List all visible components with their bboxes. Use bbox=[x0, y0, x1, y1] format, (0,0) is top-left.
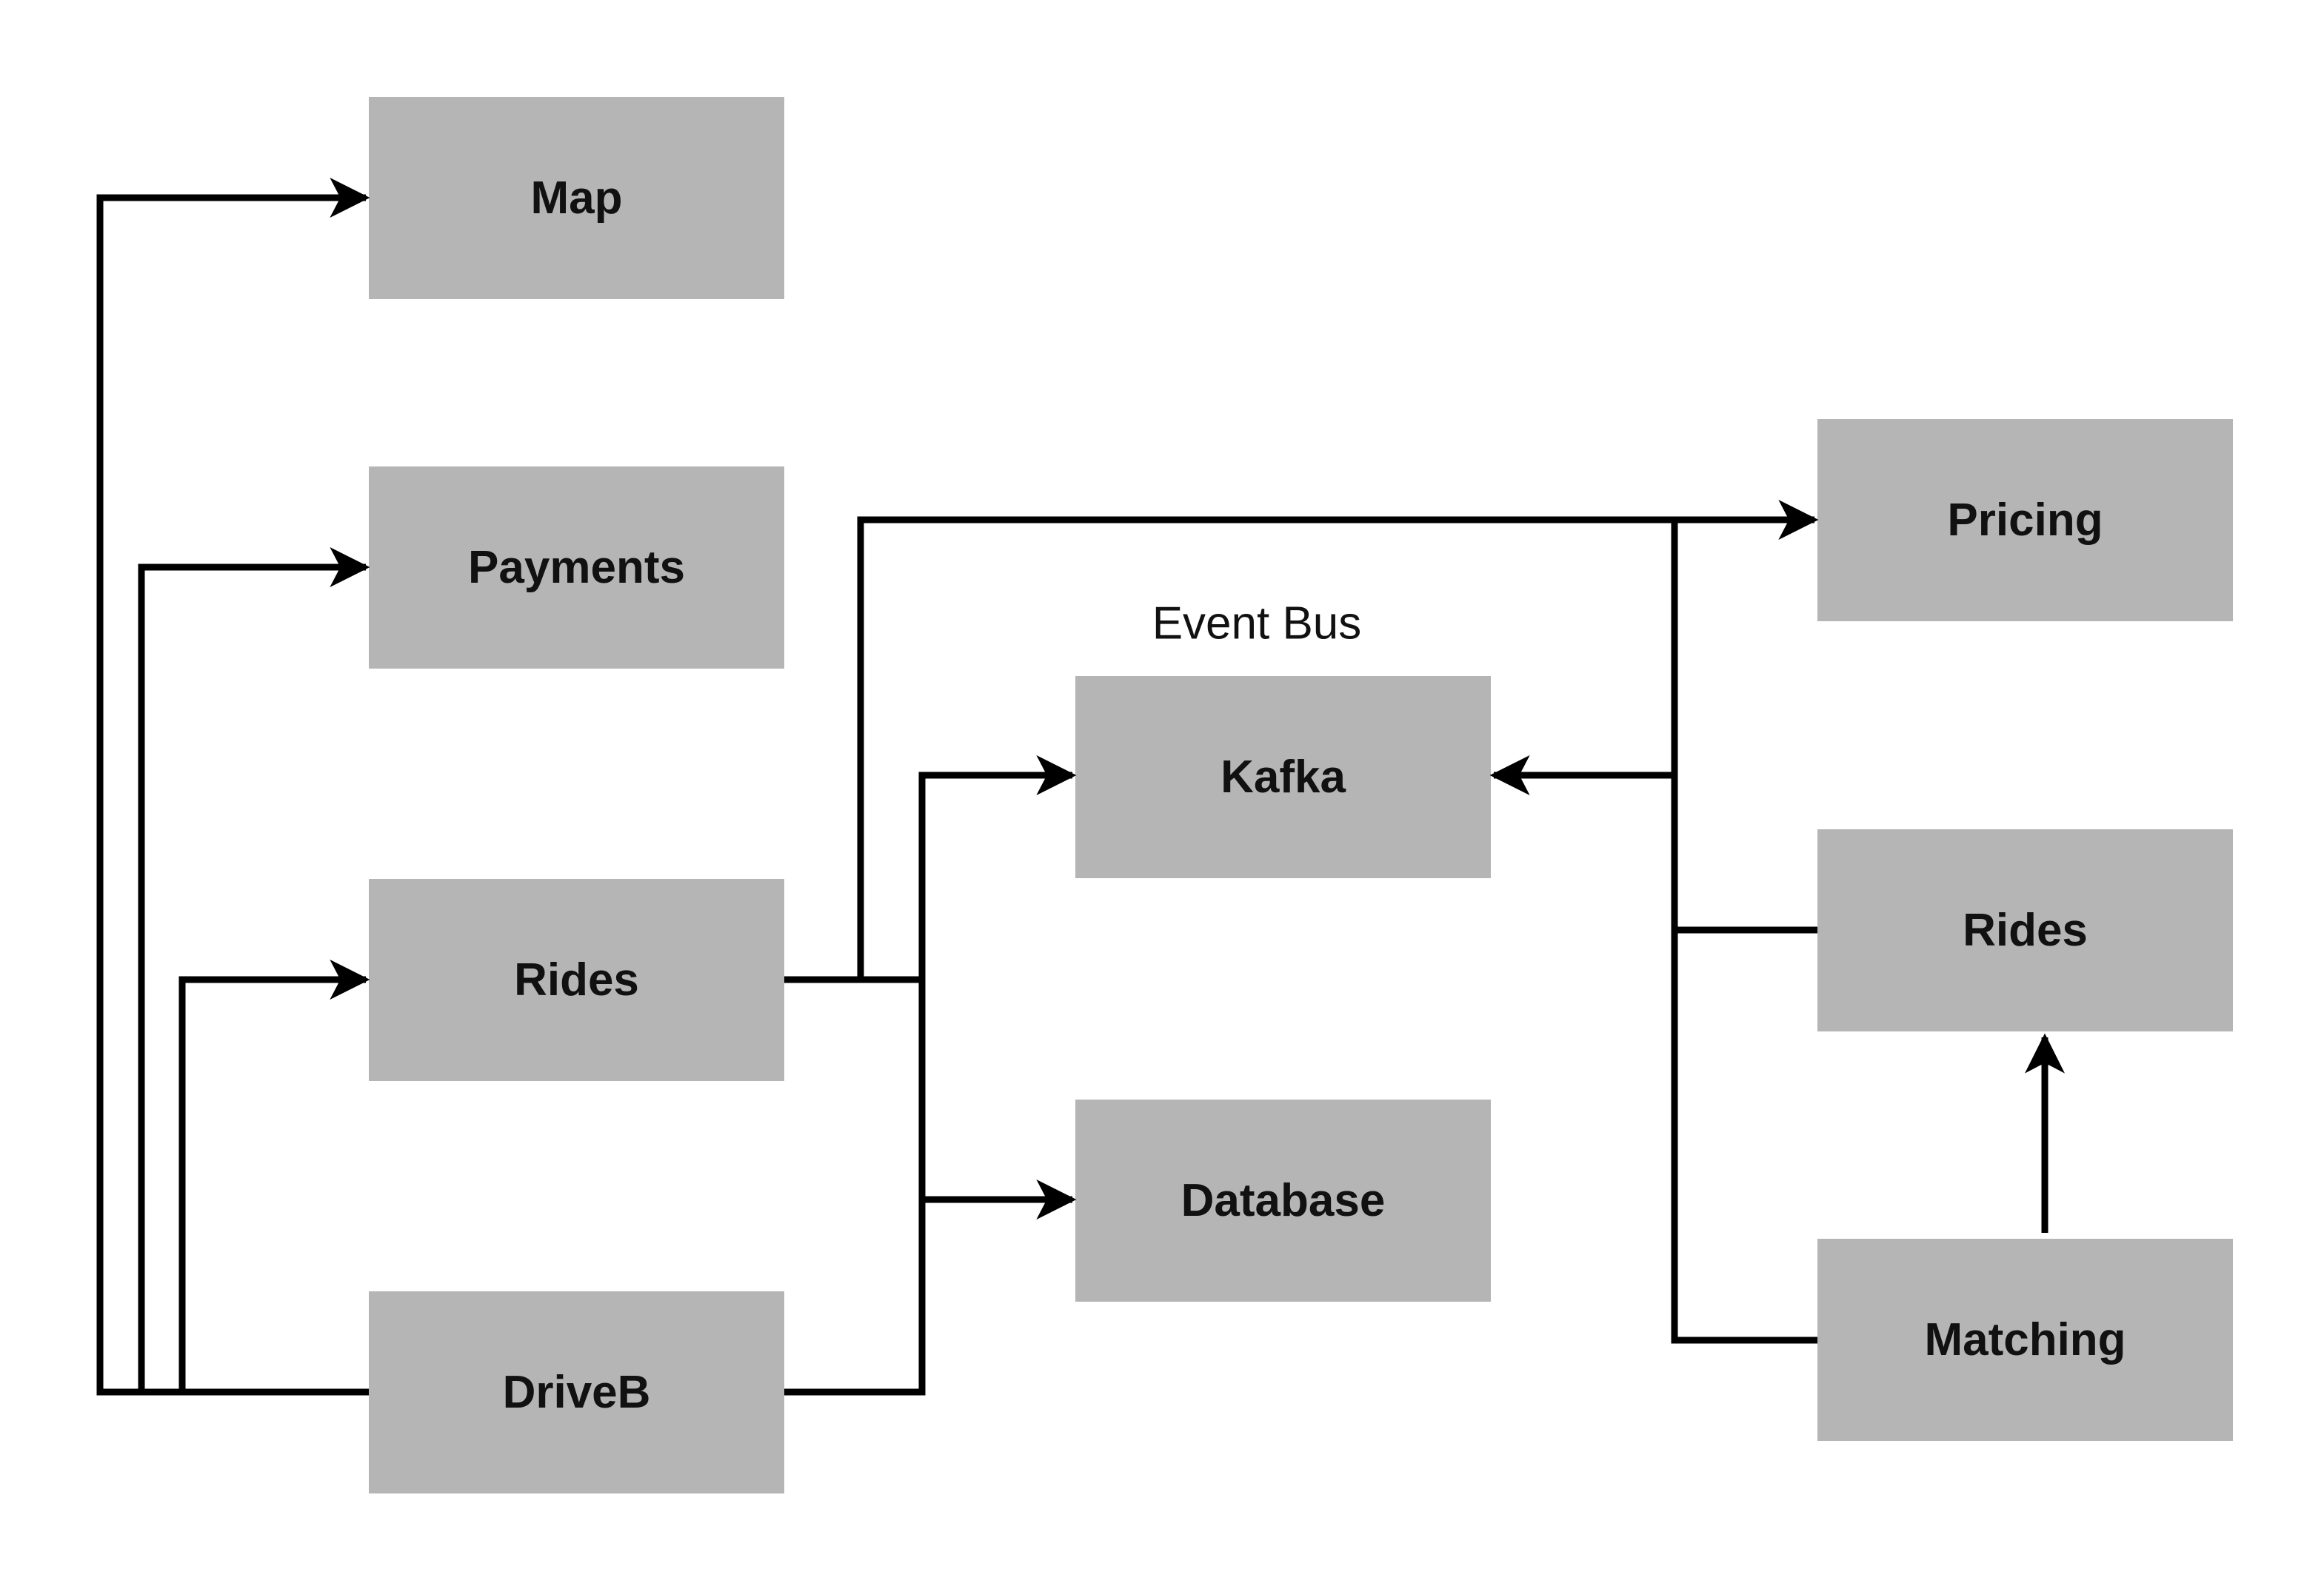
node-map-label: Map bbox=[531, 173, 623, 224]
node-database-label: Database bbox=[1181, 1175, 1386, 1226]
node-driveb: DriveB bbox=[369, 1291, 784, 1493]
event-bus-caption: Event Bus bbox=[1152, 598, 1362, 649]
node-rides-left: Rides bbox=[369, 879, 784, 1081]
edge-rides-to-pricing bbox=[857, 500, 1819, 980]
edge-driveb-to-payments bbox=[138, 547, 370, 1392]
node-database-box bbox=[1075, 1100, 1491, 1302]
node-kafka-label: Kafka bbox=[1221, 752, 1346, 803]
node-map: Map bbox=[369, 97, 784, 299]
node-driveb-label: DriveB bbox=[503, 1367, 651, 1418]
node-matching-label: Matching bbox=[1924, 1314, 2126, 1365]
edge-driveb-to-map bbox=[96, 178, 370, 1396]
node-kafka-box bbox=[1075, 676, 1491, 878]
edge-matching-bus bbox=[1671, 520, 1817, 1344]
node-rides-left-box bbox=[369, 879, 784, 1081]
node-database: Database bbox=[1075, 1100, 1491, 1302]
edge-driveb-trunk bbox=[784, 755, 1077, 1396]
node-payments-label: Payments bbox=[468, 542, 685, 593]
node-payments-box bbox=[369, 466, 784, 669]
edge-driveb-to-rides bbox=[178, 960, 370, 1392]
node-pricing-box bbox=[1817, 419, 2233, 621]
node-driveb-box bbox=[369, 1291, 784, 1493]
node-rides-left-label: Rides bbox=[514, 954, 639, 1006]
node-payments: Payments bbox=[369, 466, 784, 669]
node-rides-right-box bbox=[1817, 829, 2233, 1031]
node-rides-right: Rides bbox=[1817, 829, 2233, 1031]
node-pricing-label: Pricing bbox=[1947, 495, 2103, 546]
node-rides-right-label: Rides bbox=[1963, 905, 2088, 956]
node-map-box bbox=[369, 97, 784, 299]
node-matching-box bbox=[1817, 1239, 2233, 1441]
node-matching: Matching bbox=[1817, 1239, 2233, 1441]
node-pricing: Pricing bbox=[1817, 419, 2233, 621]
node-kafka: Kafka bbox=[1075, 676, 1491, 878]
